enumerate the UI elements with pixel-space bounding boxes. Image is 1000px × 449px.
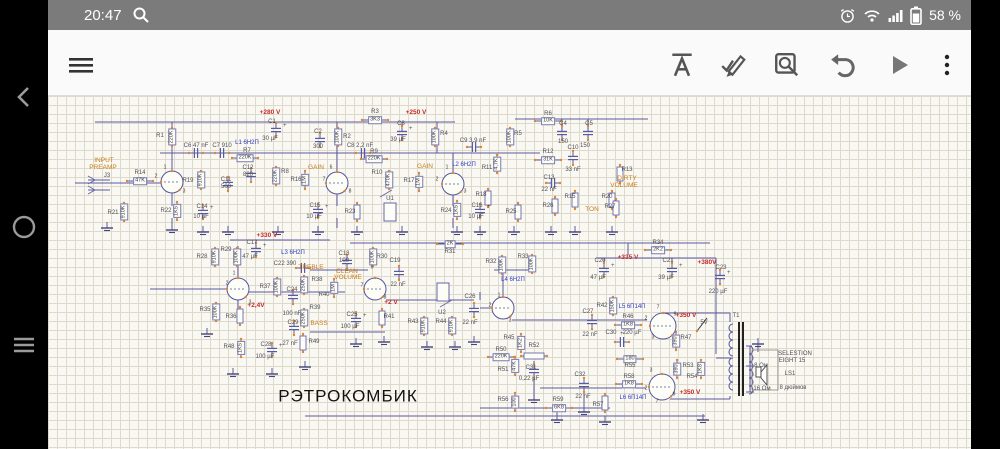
svg-text:+: + <box>727 270 731 276</box>
undo-button[interactable] <box>826 48 860 82</box>
svg-text:+: + <box>487 204 491 210</box>
svg-text:+: + <box>325 204 329 210</box>
svg-text:+: + <box>620 331 624 337</box>
schematic-graphics: + + + + + + + + + + + + <box>75 118 779 426</box>
zoom-selection-button[interactable] <box>770 48 804 82</box>
svg-text:+: + <box>210 205 214 211</box>
clock: 20:47 <box>84 6 122 24</box>
svg-text:+: + <box>409 126 413 132</box>
pencil-draw-icon <box>721 54 746 77</box>
draw-tool-button[interactable] <box>716 48 750 82</box>
search-icon <box>133 7 149 23</box>
overflow-dots-icon <box>944 54 950 76</box>
nav-home-button[interactable] <box>0 197 48 257</box>
android-nav-bar <box>0 0 48 449</box>
more-options-button[interactable] <box>930 48 964 82</box>
home-circle-icon <box>12 215 36 239</box>
play-button[interactable] <box>882 48 916 82</box>
undo-icon <box>831 54 855 78</box>
signal-icon <box>888 10 903 22</box>
svg-text:+: + <box>279 343 283 349</box>
back-chevron-icon <box>17 87 29 107</box>
nav-recents-button[interactable] <box>0 315 48 375</box>
status-bar: 20:47 <box>48 0 971 30</box>
svg-text:+: + <box>611 263 615 269</box>
svg-text:+: + <box>283 123 287 129</box>
alarm-icon <box>840 8 855 23</box>
svg-text:+: + <box>679 263 683 269</box>
text-tool-button[interactable] <box>665 48 699 82</box>
play-icon <box>893 56 908 74</box>
wifi-icon <box>864 10 880 22</box>
hamburger-icon <box>69 58 93 73</box>
nav-back-button[interactable] <box>0 67 48 127</box>
battery-percent: 58 % <box>929 7 961 23</box>
battery-icon <box>910 6 922 25</box>
text-tool-icon <box>672 53 692 77</box>
svg-text:+: + <box>363 313 367 319</box>
zoom-selection-icon <box>775 53 799 77</box>
svg-text:+: + <box>263 243 267 249</box>
menu-button[interactable] <box>64 48 98 82</box>
recents-lines-icon <box>14 337 34 353</box>
app-toolbar <box>48 30 971 96</box>
